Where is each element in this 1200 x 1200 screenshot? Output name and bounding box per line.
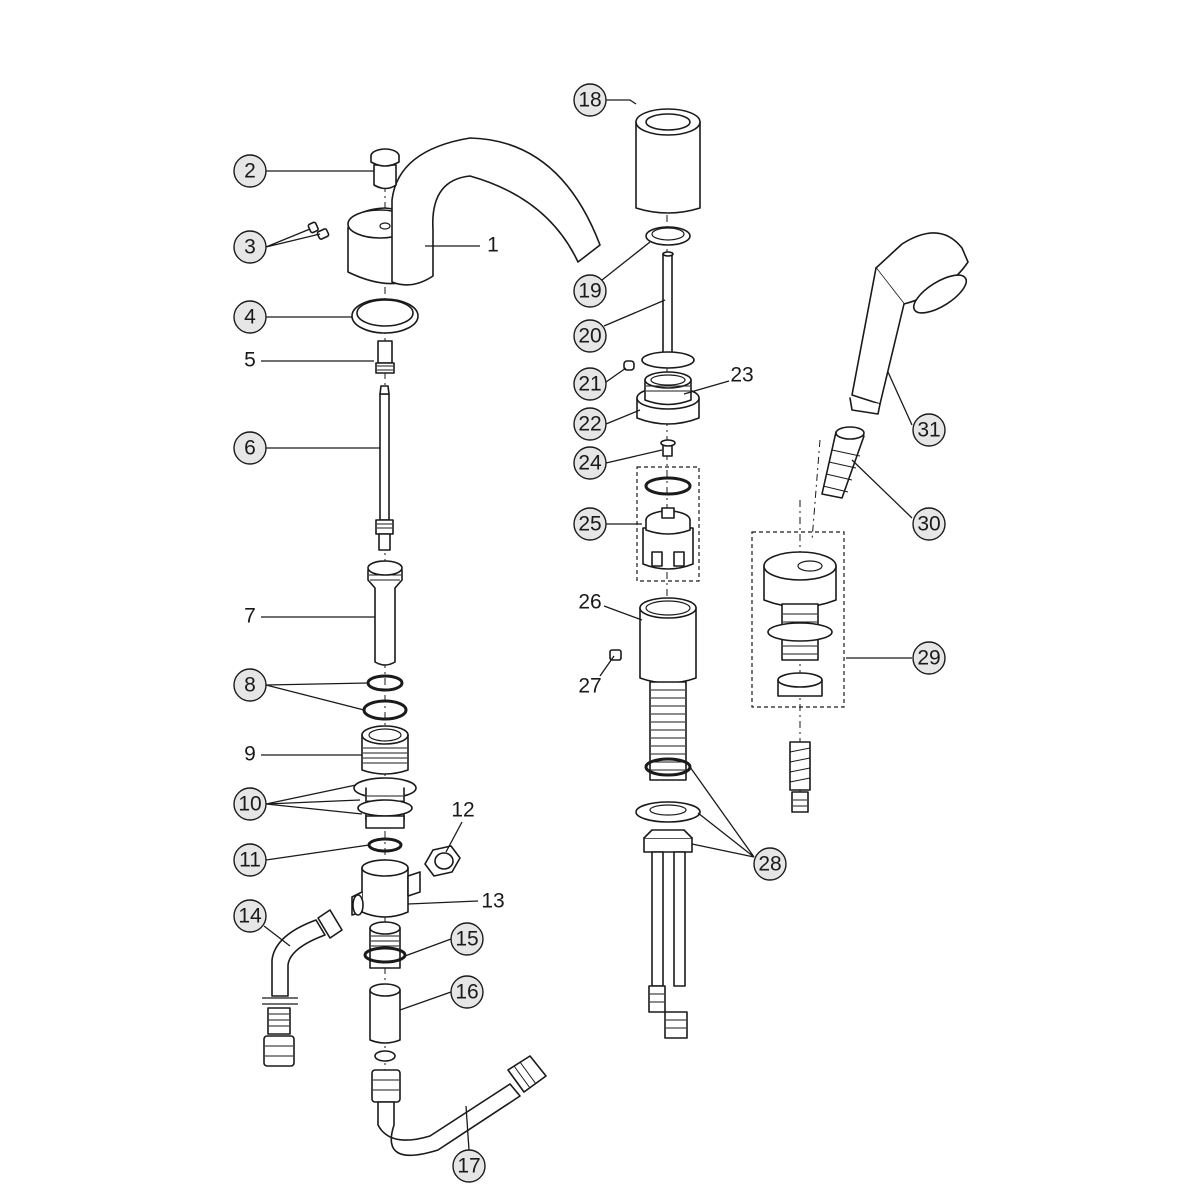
callout-18: 18 <box>573 83 607 117</box>
callout-30: 30 <box>912 507 946 541</box>
svg-text:31: 31 <box>917 419 940 442</box>
part-5-fitting <box>375 340 395 374</box>
part-19-ring <box>645 226 691 246</box>
part-12-nut <box>424 845 461 877</box>
part-17-hose <box>371 1055 547 1157</box>
callout-5: 5 <box>244 349 256 372</box>
svg-text:2: 2 <box>244 160 256 183</box>
leader-lines <box>261 99 913 1151</box>
part-6-rod <box>375 385 394 551</box>
part-9-threaded-nut <box>361 725 409 775</box>
svg-text:23: 23 <box>730 364 753 387</box>
svg-text:14: 14 <box>238 905 262 928</box>
svg-text:15: 15 <box>455 928 478 951</box>
svg-text:29: 29 <box>917 647 940 670</box>
callout-7: 7 <box>244 605 256 628</box>
svg-text:12: 12 <box>451 799 474 822</box>
callout-26: 26 <box>578 591 601 614</box>
part-4-base-gasket <box>351 298 419 334</box>
svg-text:18: 18 <box>578 89 601 112</box>
part-15-threaded-insert <box>363 921 407 969</box>
callout-21: 21 <box>573 367 607 401</box>
callout-1: 1 <box>487 234 499 257</box>
part-31-hand-shower <box>849 232 969 415</box>
callout-9: 9 <box>244 743 256 766</box>
svg-text:26: 26 <box>578 591 601 614</box>
callout-6: 6 <box>233 431 267 465</box>
callout-14: 14 <box>233 899 267 933</box>
part-21-set-screw <box>623 360 635 371</box>
part-25-cartridge <box>636 466 700 582</box>
svg-text:19: 19 <box>578 280 601 303</box>
callout-31: 31 <box>912 413 946 447</box>
center-axes <box>384 185 821 1090</box>
callout-4: 4 <box>233 300 267 334</box>
svg-text:5: 5 <box>244 349 256 372</box>
svg-text:24: 24 <box>578 452 602 475</box>
callout-27: 27 <box>578 675 601 698</box>
part-26-body <box>639 597 697 781</box>
part-28-mounting-set <box>635 757 701 1039</box>
svg-text:10: 10 <box>238 793 261 816</box>
svg-text:28: 28 <box>758 853 781 876</box>
callout-25: 25 <box>573 507 607 541</box>
part-10-washer-stack <box>353 777 417 829</box>
callout-28: 28 <box>753 847 787 881</box>
svg-text:13: 13 <box>481 890 504 913</box>
callout-16: 16 <box>450 975 484 1009</box>
svg-text:4: 4 <box>244 306 256 329</box>
callout-17: 17 <box>452 1149 486 1183</box>
part-13-t-junction <box>351 859 421 918</box>
svg-text:22: 22 <box>578 413 601 436</box>
svg-text:25: 25 <box>578 513 601 536</box>
svg-text:1: 1 <box>487 234 499 257</box>
part-29-hose-holder <box>751 531 845 708</box>
callout-3: 3 <box>233 230 267 264</box>
svg-text:17: 17 <box>457 1155 480 1178</box>
callout-19: 19 <box>573 274 607 308</box>
callout-11: 11 <box>233 843 267 877</box>
svg-text:6: 6 <box>244 437 256 460</box>
part-3-screws <box>307 221 330 240</box>
svg-text:21: 21 <box>578 373 601 396</box>
callout-12: 12 <box>451 799 474 822</box>
callout-15: 15 <box>450 922 484 956</box>
callout-29: 29 <box>912 641 946 675</box>
callout-23: 23 <box>730 364 753 387</box>
part-1-spout-body <box>347 137 601 286</box>
callout-2: 2 <box>233 154 267 188</box>
part-30-hose-guard <box>821 426 865 499</box>
svg-text:11: 11 <box>239 849 261 872</box>
callout-10: 10 <box>233 787 267 821</box>
svg-text:7: 7 <box>244 605 256 628</box>
callout-13: 13 <box>481 890 504 913</box>
callout-24: 24 <box>573 446 607 480</box>
callout-22: 22 <box>573 407 607 441</box>
lower-spring-fitting <box>789 741 811 813</box>
svg-text:3: 3 <box>244 236 256 259</box>
svg-text:27: 27 <box>578 675 601 698</box>
svg-text:30: 30 <box>917 513 940 536</box>
part-14-hose <box>262 909 343 1067</box>
svg-text:16: 16 <box>455 981 478 1004</box>
part-16-coupling <box>369 983 401 1062</box>
svg-text:9: 9 <box>244 743 256 766</box>
svg-text:20: 20 <box>578 325 601 348</box>
callout-20: 20 <box>573 319 607 353</box>
part-20-spindle <box>641 251 695 369</box>
part-18-handle <box>635 108 701 214</box>
part-2-cap <box>370 148 400 190</box>
part-24-screw <box>660 439 676 457</box>
part-22-cover-nut <box>636 371 700 425</box>
callout-8: 8 <box>233 668 267 702</box>
svg-text:8: 8 <box>244 674 256 697</box>
part-7-tube <box>367 560 403 666</box>
callouts: 1 2 3 4 5 6 7 8 9 10 11 12 13 14 15 16 1… <box>233 83 946 1183</box>
